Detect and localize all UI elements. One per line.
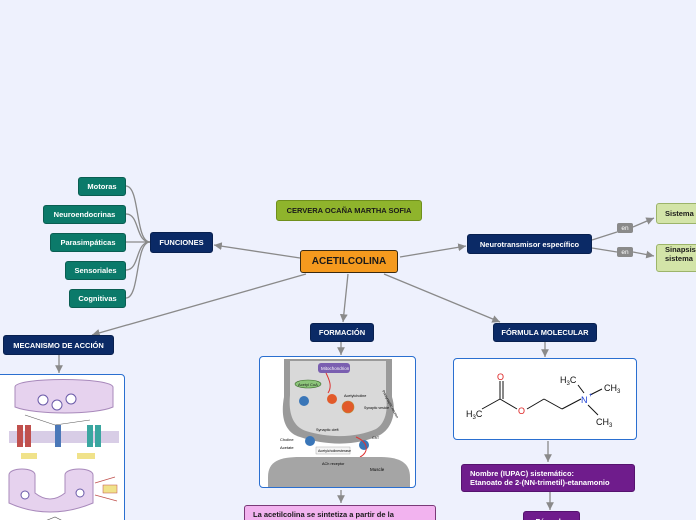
link-en1-target (632, 217, 655, 228)
label-synaptic-vesicle: Synaptic vesicle (364, 406, 389, 410)
link-en2-target (632, 250, 655, 259)
acetylcholine-structure: O O N + H3C H3C CH3 CH3 (466, 372, 621, 429)
atom-n-charge: + (589, 393, 593, 399)
target-sinapsis-line2: sistema (665, 254, 693, 263)
acetylcholine-synthesis-illustration: Mitochondrion Acetyl CoA Acetylcholine S… (268, 359, 410, 487)
mecanismo-image (0, 374, 125, 520)
formacion-description[interactable]: La acetilcolina se sintetiza a partir de… (244, 505, 436, 520)
atom-o-ester: O (518, 406, 525, 416)
link-formula (383, 273, 501, 323)
formula-node[interactable]: FÓRMULA MOLECULAR (493, 323, 597, 342)
label-choline: Choline (280, 437, 294, 442)
label-mitochondrion: Mitochondrion (321, 366, 350, 371)
target-sinapsis[interactable]: Sinapsis sistema (656, 244, 696, 272)
label-muscle: Muscle (370, 467, 385, 472)
mecanismo-synapse-illustration (8, 379, 119, 520)
atom-h3c-top: H3C (560, 375, 577, 387)
link-neuro-en1 (591, 231, 618, 241)
iupac-line1: Nombre (IUPAC) sistemático: (470, 469, 575, 478)
atom-ch3-bottom: CH3 (596, 417, 613, 429)
label-cht: ChT (372, 436, 380, 440)
formacion-node[interactable]: FORMACIÓN (310, 323, 374, 342)
connector-en-2: en (617, 247, 633, 257)
funcion-cognitivas[interactable]: Cognitivas (69, 289, 126, 308)
label-acetylcholine: Acetylcholine (344, 394, 366, 398)
iupac-node[interactable]: Nombre (IUPAC) sistemático: Etanoato de … (461, 464, 635, 492)
link-neuroendocrinas (125, 213, 151, 243)
funcion-sensoriales[interactable]: Sensoriales (65, 261, 126, 280)
atom-n: N (581, 395, 588, 405)
link-cognitivas (125, 241, 151, 299)
neurotransmisor-node[interactable]: Neurotransmisor específico (467, 234, 592, 254)
funcion-parasimpaticas[interactable]: Parasimpáticas (50, 233, 126, 252)
formula-image: O O N + H3C H3C CH3 CH3 (453, 358, 637, 440)
link-funciones (213, 242, 301, 259)
link-mecanismo (91, 273, 307, 337)
target-sistema[interactable]: Sistema (656, 203, 696, 224)
author-node[interactable]: CERVERA OCAÑA MARTHA SOFIA (276, 200, 422, 221)
link-formacion (339, 273, 349, 323)
label-synaptic-cleft: Synaptic cleft (316, 428, 340, 432)
atom-h3c-left: H3C (466, 409, 483, 421)
formacion-image: Mitochondrion Acetyl CoA Acetylcholine S… (259, 356, 416, 488)
link-neuro (399, 243, 467, 258)
mecanismo-node[interactable]: MECANISMO DE ACCIÓN (3, 335, 114, 355)
funcion-motoras[interactable]: Motoras (78, 177, 126, 196)
target-sinapsis-line1: Sinapsis (665, 245, 696, 254)
iupac-line2: Etanoato de 2-(NN-trimetil)-etanamonio (470, 478, 610, 487)
funciones-node[interactable]: FUNCIONES (150, 232, 213, 253)
label-ache: Acetylcholinesterase (318, 449, 351, 453)
label-ach-receptor: ACh receptor (322, 462, 345, 466)
label-acetyl-coa: Acetyl CoA (298, 382, 318, 387)
formula-text-node[interactable]: Fórmula: (523, 511, 580, 520)
link-motoras (125, 185, 151, 243)
connector-en-1: en (617, 223, 633, 233)
funcion-neuroendocrinas[interactable]: Neuroendocrinas (43, 205, 126, 224)
atom-o-double: O (497, 372, 504, 382)
central-topic[interactable]: ACETILCOLINA (300, 250, 398, 273)
atom-ch3-right: CH3 (604, 383, 621, 395)
link-neuro-en2 (591, 247, 618, 253)
label-acetate: Acetate (280, 445, 294, 450)
